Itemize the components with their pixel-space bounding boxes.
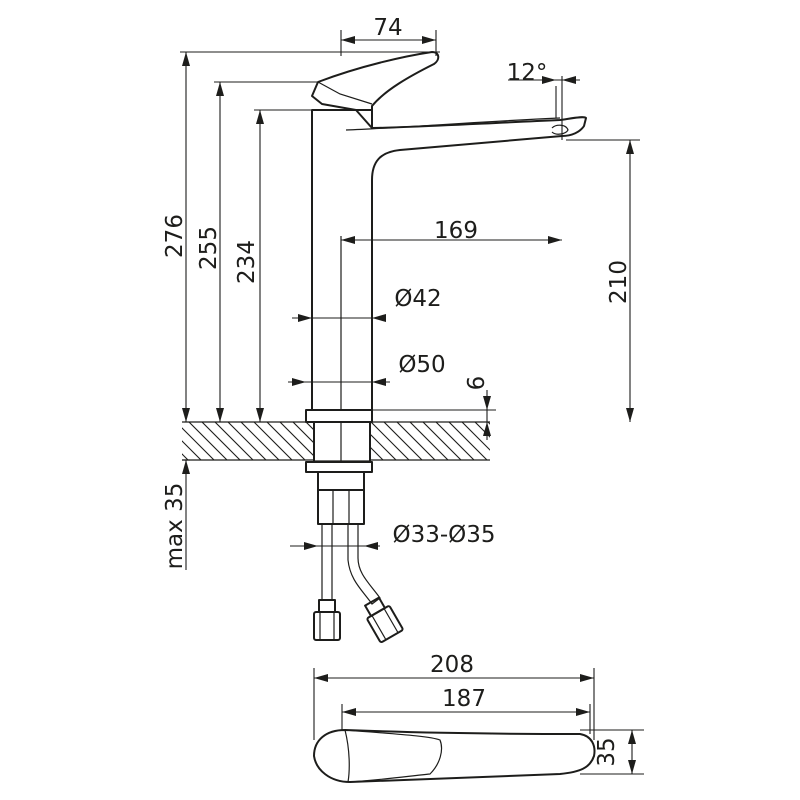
dim-label-top-width: 35 — [594, 737, 620, 766]
countertop-hatching — [182, 422, 552, 460]
hatch-line — [279, 422, 319, 460]
faucet-body — [311, 109, 587, 411]
hatch-line — [422, 422, 462, 460]
countertop — [182, 421, 552, 461]
spout-top-line — [345, 117, 561, 131]
lever-edge — [317, 81, 373, 105]
hose-left-nut — [313, 611, 341, 641]
dim-label-top-length: 187 — [442, 686, 486, 712]
dimension-lines — [180, 30, 644, 775]
hatch-line — [409, 422, 449, 460]
dim-label-base-diameter: Ø50 — [398, 352, 445, 378]
mounting-washer — [305, 461, 373, 473]
dim-label-spout-reach: 169 — [434, 218, 478, 244]
dim-label-spout-angle: 12° — [507, 60, 548, 86]
hatch-line — [253, 422, 293, 460]
dim-label-body-diameter: Ø42 — [394, 286, 441, 312]
hatch-line — [448, 422, 488, 460]
top-view-outline — [313, 729, 596, 783]
hatch-line — [240, 422, 280, 460]
hatch-line — [182, 427, 215, 460]
hose-right — [347, 523, 381, 605]
fixing-nut-body — [317, 489, 365, 525]
fixing-nut — [317, 471, 365, 491]
dim-label-spout-height: 210 — [606, 260, 632, 304]
hose-left — [321, 523, 333, 601]
top-view-lever — [344, 729, 443, 783]
hatch-line — [266, 422, 306, 460]
dim-label-height-255: 255 — [196, 226, 222, 270]
hatch-line — [501, 422, 539, 460]
dim-label-top-total-length: 208 — [430, 652, 474, 678]
hatch-line — [182, 440, 202, 460]
hatch-line — [474, 422, 490, 438]
faucet-base-ring — [305, 409, 373, 423]
dim-label-base-thickness: 6 — [464, 376, 490, 391]
hatch-line — [201, 422, 241, 460]
hatch-line — [435, 422, 475, 460]
hose-right-fitting — [364, 596, 404, 644]
hatch-line — [188, 422, 228, 460]
shank-cutout — [314, 422, 370, 460]
dimension-labels: 74 12° 169 Ø42 Ø50 Ø33-Ø35 208 187 276 2… — [162, 15, 632, 767]
dim-label-handle-width: 74 — [373, 15, 402, 41]
faucet-side-view — [305, 51, 587, 423]
hose-left-ferrule — [318, 599, 336, 613]
dim-label-max-countertop: max 35 — [162, 483, 188, 570]
spout-outlet — [551, 124, 569, 135]
hatch-line — [396, 422, 436, 460]
dim-label-total-height: 276 — [162, 214, 188, 258]
dimension-arrowheads — [182, 36, 636, 774]
faucet-top-view — [313, 729, 596, 783]
hatch-line — [227, 422, 267, 460]
hatch-line — [487, 422, 490, 425]
dim-label-thread-diameter: Ø33-Ø35 — [392, 522, 495, 548]
hatch-line — [214, 422, 254, 460]
lever-handle — [311, 51, 440, 129]
hatch-line — [383, 422, 423, 460]
mounting-assembly — [305, 421, 404, 644]
hatch-line — [461, 422, 490, 451]
dim-label-height-234: 234 — [234, 240, 260, 284]
hatch-line — [514, 422, 552, 460]
hatch-line — [370, 422, 410, 460]
